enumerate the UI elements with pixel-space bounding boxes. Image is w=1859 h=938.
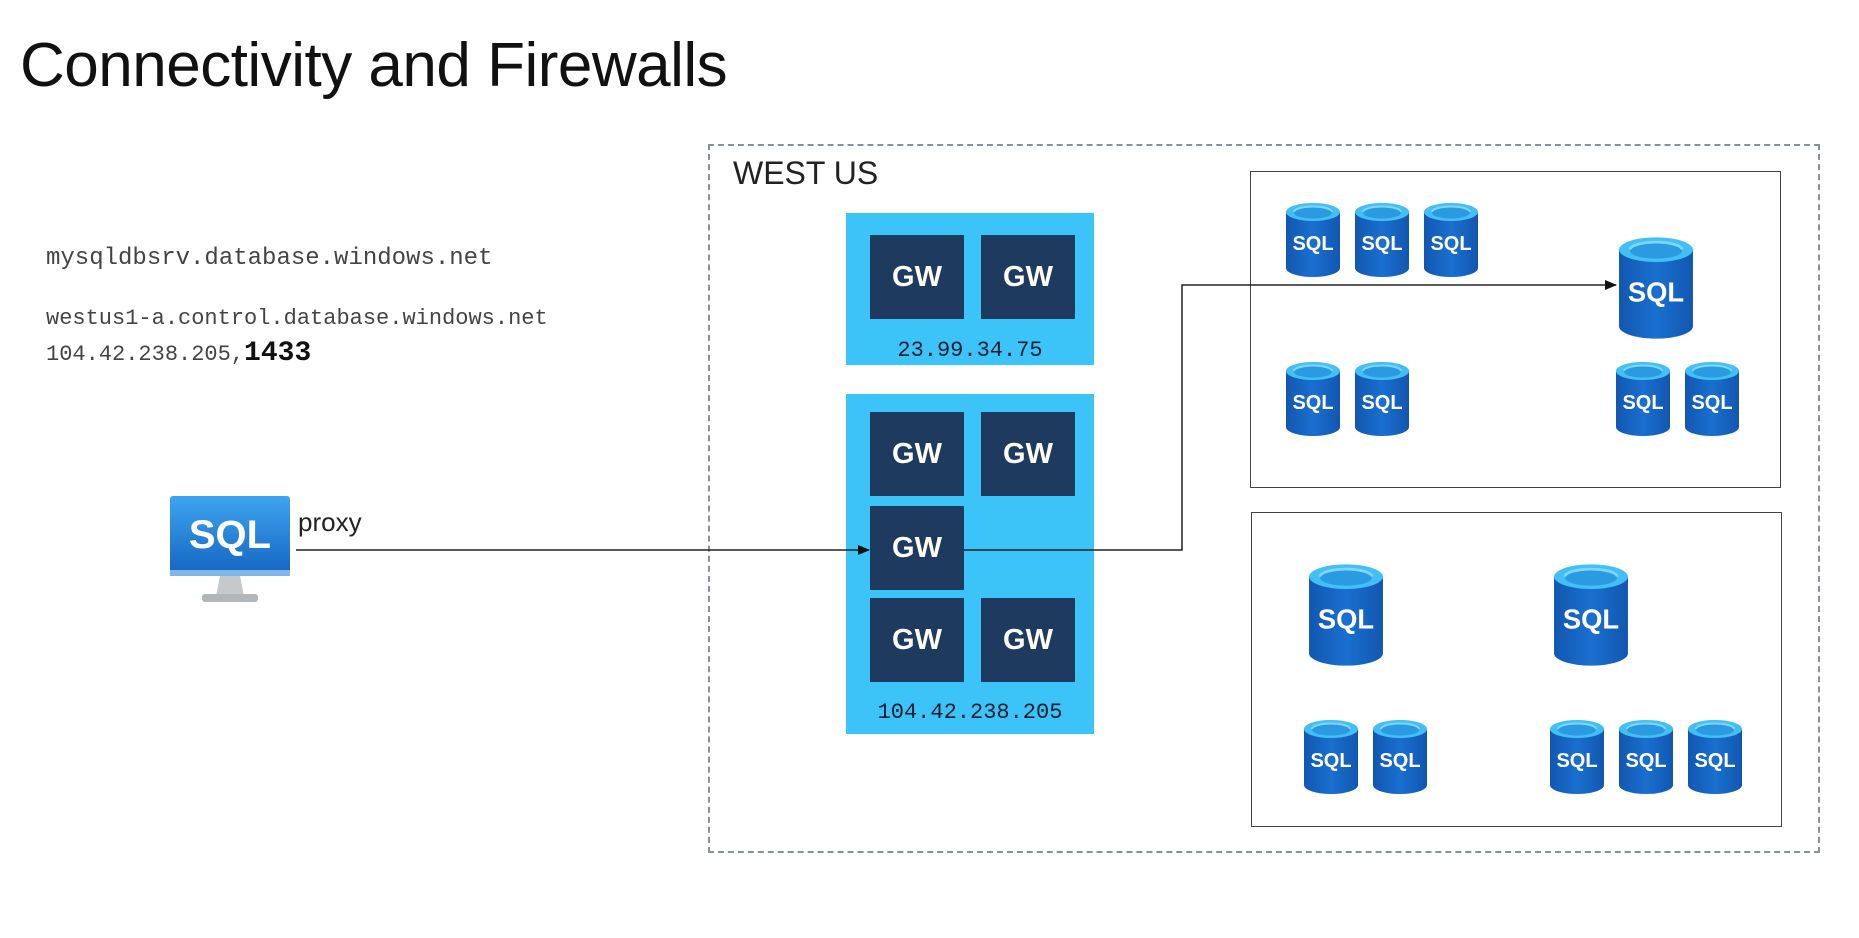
sql-database-icon: SQL — [1685, 362, 1739, 436]
sql-database-icon: SQL — [1619, 237, 1693, 339]
sql-database-label: SQL — [1694, 750, 1735, 772]
sql-database-label: SQL — [1361, 392, 1402, 414]
sql-database-label: SQL — [1625, 750, 1666, 772]
sql-database-icon: SQL — [1688, 720, 1742, 794]
sql-database-icon: SQL — [1619, 720, 1673, 794]
server-dns-name: mysqldbsrv.database.windows.net — [46, 245, 493, 272]
region-label: WEST US — [733, 155, 879, 191]
page-title: Connectivity and Firewalls — [20, 31, 728, 100]
sql-database-label: SQL — [1563, 604, 1619, 635]
sql-database-icon: SQL — [1424, 203, 1478, 277]
sql-database-icon: SQL — [1373, 720, 1427, 794]
sql-database-icon: SQL — [1304, 720, 1358, 794]
gateway-box: GW — [870, 235, 964, 319]
sql-database-icon: SQL — [1616, 362, 1670, 436]
gateway-group-2-ip: 104.42.238.205 — [877, 700, 1063, 725]
sql-database-icon: SQL — [1550, 720, 1604, 794]
sql-database-icon: SQL — [1554, 564, 1628, 666]
sql-database-icon: SQL — [1355, 203, 1409, 277]
sql-database-label: SQL — [1430, 233, 1471, 255]
port-number: 1433 — [244, 338, 312, 369]
gateway-box: GW — [870, 598, 964, 682]
gateway-box: GW — [981, 235, 1075, 319]
redirect-arrow — [964, 280, 1617, 551]
sql-database-label: SQL — [1691, 392, 1732, 414]
sql-database-label: SQL — [1318, 604, 1374, 635]
gateway-box: GW — [981, 598, 1075, 682]
sql-database-icon: SQL — [1355, 362, 1409, 436]
gateway-ip-port: 104.42.238.205,1433 — [46, 338, 311, 369]
gateway-box: GW — [870, 412, 964, 496]
sql-database-label: SQL — [1361, 233, 1402, 255]
sql-database-icon: SQL — [1309, 564, 1383, 666]
sql-database-label: SQL — [1292, 392, 1333, 414]
sql-database-label: SQL — [1622, 392, 1663, 414]
gateway-group-1: GW GW — [846, 213, 1094, 365]
sql-database-label: SQL — [1379, 750, 1420, 772]
sql-database-label: SQL — [1556, 750, 1597, 772]
sql-database-label: SQL — [1310, 750, 1351, 772]
sql-client-monitor-icon: SQL — [170, 496, 290, 602]
sql-database-label: SQL — [1292, 233, 1333, 255]
sql-database-icon: SQL — [1286, 203, 1340, 277]
region-boundary — [708, 144, 1820, 853]
gateway-box-active: GW — [870, 506, 964, 590]
gateway-box: GW — [981, 412, 1075, 496]
gateway-group-2: GW GW GW GW GW — [846, 394, 1094, 734]
gateway-group-1-ip: 23.99.34.75 — [897, 338, 1043, 363]
gateway-ip-text: 104.42.238.205, — [46, 342, 245, 367]
client-icon-label: SQL — [189, 513, 271, 557]
proxy-label: proxy — [298, 507, 362, 537]
sql-database-icon: SQL — [1286, 362, 1340, 436]
sql-database-label: SQL — [1628, 277, 1684, 308]
control-host-name: westus1-a.control.database.windows.net — [46, 306, 548, 331]
